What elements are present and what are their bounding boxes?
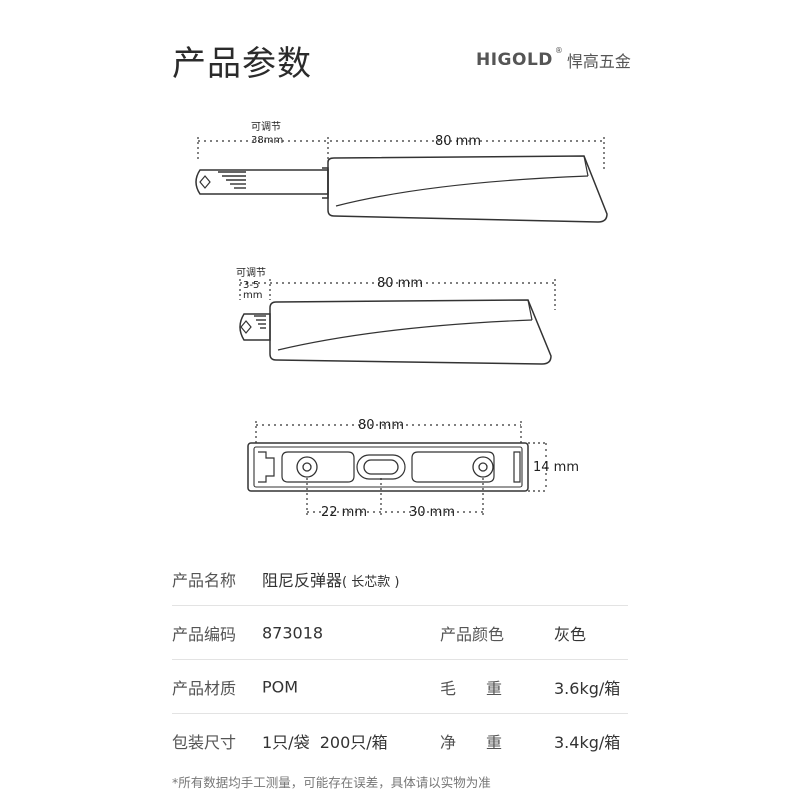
spec-value-gross-weight: 3.6kg/箱 [554, 678, 621, 698]
spec-value-code: 873018 [262, 623, 324, 642]
spec-label-net-weight: 净重 [440, 733, 533, 752]
spec-label-gross-weight: 毛重 [440, 678, 533, 698]
footnote: *所有数据均手工测量，可能存在误差，具体请以实物为准 [172, 775, 491, 790]
drawing3-right-spacing-label: 30 mm [409, 505, 455, 520]
spec-label-name: 产品名称 [172, 570, 237, 590]
drawing2-adjust-value-1: 3-5 [243, 280, 259, 291]
brand-name-en: HIGOLD [476, 50, 553, 70]
spec-value-package: 1只/袋 200只/箱 [262, 733, 388, 752]
spec-value-name-note: ( 长芯款 ) [342, 574, 400, 590]
drawing-bottom-view [247, 421, 547, 516]
spec-value-name: 阻尼反弹器( 长芯款 ) [262, 567, 399, 591]
spec-row-code: 产品编码 873018 产品颜色 灰色 [172, 606, 628, 660]
drawing3-left-spacing-label: 22 mm [321, 505, 367, 520]
drawing3-height-label: 14 mm [533, 460, 579, 475]
spec-row-package: 包装尺寸 1只/袋 200只/箱 净重 3.4kg/箱 [172, 714, 628, 768]
drawing1-adjust-value: 38mm [251, 135, 283, 146]
drawing3-length-label: 80 mm [358, 418, 404, 433]
drawing1-length-label: 80 mm [435, 134, 481, 149]
drawing-extended [195, 137, 608, 223]
page-title: 产品参数 [172, 44, 312, 84]
spec-label-color: 产品颜色 [440, 624, 505, 644]
spec-label-package: 包装尺寸 [172, 733, 237, 752]
spec-table: 产品名称 阻尼反弹器( 长芯款 ) 产品编码 873018 产品颜色 灰色 产品… [172, 552, 628, 768]
spec-value-net-weight: 3.4kg/箱 [554, 733, 621, 752]
product-drawings: 可调节 38mm 80 mm 可调节 3-5 mm 80 mm [195, 121, 608, 520]
drawing2-adjust-value-2: mm [243, 290, 262, 301]
drawing2-length-label: 80 mm [377, 276, 423, 291]
spec-label-material: 产品材质 [172, 678, 237, 698]
drawing2-adjust-label: 可调节 [236, 267, 266, 279]
spec-row-material: 产品材质 POM 毛重 3.6kg/箱 [172, 660, 628, 714]
spec-label-code: 产品编码 [172, 624, 237, 644]
registered-mark: ® [554, 46, 563, 55]
drawing1-adjust-label: 可调节 [251, 121, 281, 133]
spec-value-material: POM [262, 677, 299, 696]
spec-value-name-main: 阻尼反弹器 [262, 570, 343, 590]
drawing-retracted [239, 279, 556, 365]
brand-logo: HIGOLD ® 悍高五金 [476, 46, 631, 72]
spec-value-color: 灰色 [554, 624, 587, 644]
brand-name-cn: 悍高五金 [566, 52, 631, 71]
spec-row-name: 产品名称 阻尼反弹器( 长芯款 ) [172, 552, 628, 606]
